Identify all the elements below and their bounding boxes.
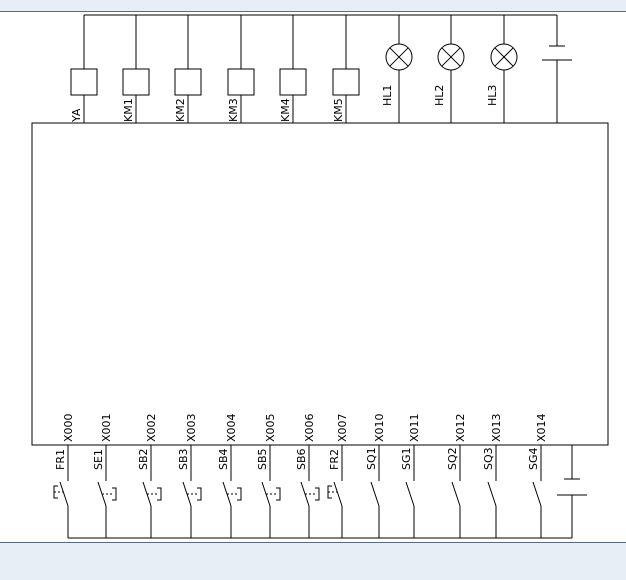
lamp-cross-b: [389, 47, 409, 67]
pushbutton-head: [112, 487, 117, 501]
input-switch-se1: [97, 445, 117, 538]
indicator-lamp-hl3: [490, 15, 518, 123]
input-switch-sg1: [405, 445, 415, 538]
coil-symbol: [174, 68, 202, 96]
plc-body: [31, 122, 609, 446]
indicator-lamp-hl1: [385, 15, 413, 123]
coil-symbol: [70, 68, 98, 96]
input-switch-sq1: [370, 445, 380, 538]
switch-label: FR2: [328, 449, 341, 470]
coil-symbol: [227, 68, 255, 96]
switch-blade: [370, 481, 380, 507]
input-terminal-label: X000: [62, 413, 75, 442]
pushbutton-head: [276, 487, 281, 501]
switch-label: SB2: [137, 448, 150, 470]
window-top-band: [0, 0, 626, 12]
switch-blade: [59, 481, 69, 507]
window-bottom-band: [0, 542, 626, 580]
switch-label: SE1: [92, 449, 105, 470]
coil-label: KM3: [227, 98, 240, 122]
lamp-label: HL2: [433, 85, 446, 106]
switch-label: SQ2: [446, 447, 459, 470]
switch-blade: [451, 481, 461, 507]
coil-symbol: [122, 68, 150, 96]
input-terminal-label: X012: [454, 413, 467, 442]
input-terminal-label: X014: [535, 413, 548, 442]
lamp-label: HL3: [486, 85, 499, 106]
lamp-label: HL1: [381, 85, 394, 106]
indicator-lamp-hl2: [437, 15, 465, 123]
input-terminal-label: X001: [100, 413, 113, 442]
coil-label: KM1: [122, 98, 135, 122]
input-switch-sq2: [451, 445, 461, 538]
input-terminal-label: X006: [303, 413, 316, 442]
input-terminal-label: X002: [145, 413, 158, 442]
input-switch-fr2: [327, 445, 343, 538]
coil-label: KM4: [279, 98, 292, 122]
lamp-cross-b: [441, 47, 461, 67]
output-coil-ya: [70, 15, 98, 123]
pushbutton-head: [197, 487, 202, 501]
output-coil-km4: [279, 15, 307, 123]
input-switch-sb6: [300, 445, 320, 538]
switch-label: FR1: [54, 449, 67, 470]
input-switch-sg4: [532, 445, 542, 538]
switch-blade: [333, 481, 343, 507]
switch-label: SQ1: [365, 447, 378, 470]
coil-symbol: [279, 68, 307, 96]
switch-label: SB3: [177, 448, 190, 470]
switch-label: SB5: [256, 448, 269, 470]
input-switch-sb4: [222, 445, 242, 538]
switch-label: SG1: [400, 447, 413, 470]
switch-label: SB4: [217, 448, 230, 470]
coil-label: YA: [70, 108, 83, 123]
output-coil-km5: [332, 15, 360, 123]
output-coil-km1: [122, 15, 150, 123]
input-terminal-label: X007: [336, 413, 349, 442]
pushbutton-head: [237, 487, 242, 501]
input-switch-sq3: [487, 445, 497, 538]
input-switch-sb3: [182, 445, 202, 538]
coil-label: KM5: [332, 98, 345, 122]
switch-blade: [487, 481, 497, 507]
switch-blade: [532, 481, 542, 507]
switch-label: SB6: [295, 448, 308, 470]
output-coil-km2: [174, 15, 202, 123]
output-coil-km3: [227, 15, 255, 123]
input-switch-fr1: [53, 445, 69, 538]
pushbutton-head: [315, 487, 320, 501]
input-terminal-label: X005: [264, 413, 277, 442]
pushbutton-head: [157, 487, 162, 501]
input-terminal-label: X004: [225, 413, 238, 442]
switch-blade: [405, 481, 415, 507]
switch-label: SQ3: [482, 447, 495, 470]
input-terminal-label: X010: [373, 413, 386, 442]
input-switch-sb5: [261, 445, 281, 538]
coil-symbol: [332, 68, 360, 96]
switch-label: SG4: [527, 447, 540, 470]
input-switch-sb2: [142, 445, 162, 538]
input-terminal-label: X011: [408, 413, 421, 442]
input-terminal-label: X013: [490, 413, 503, 442]
lamp-cross-b: [494, 47, 514, 67]
coil-label: KM2: [174, 98, 187, 122]
input-terminal-label: X003: [185, 413, 198, 442]
